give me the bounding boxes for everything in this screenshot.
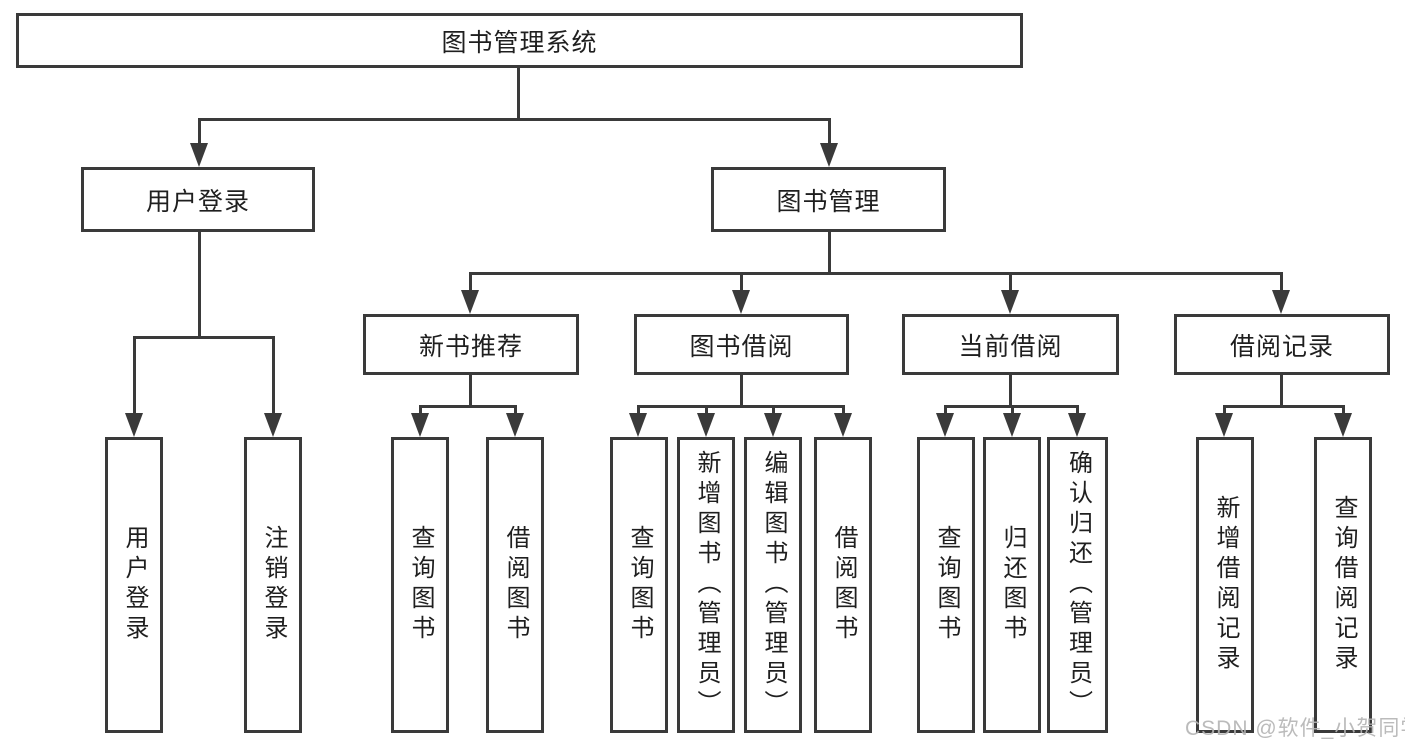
csdn-watermark: CSDN @软件_小贺同学 (1185, 717, 1405, 740)
connector-line (133, 336, 136, 416)
node-label: 图书管理 (776, 187, 881, 216)
connector-line (514, 405, 517, 417)
connector-line (469, 272, 1283, 275)
leaf-add-books-admin: 新增图书（管理员） (677, 437, 735, 733)
connector-line (469, 272, 472, 294)
arrow-down-icon (1334, 413, 1352, 437)
connector-line (1280, 272, 1283, 294)
leaf-label: 查询图书 (933, 525, 960, 645)
arrow-down-icon (629, 413, 647, 437)
arrow-down-icon (506, 413, 524, 437)
node-current-borrowing: 当前借阅 (902, 314, 1119, 375)
connector-line (740, 272, 743, 294)
node-new-book-recommendation: 新书推荐 (363, 314, 579, 375)
connector-line (1342, 405, 1345, 417)
arrow-down-icon (834, 413, 852, 437)
leaf-label: 查询借阅记录 (1330, 495, 1357, 675)
connector-line (1076, 405, 1079, 417)
node-label: 当前借阅 (958, 332, 1063, 361)
arrow-down-icon (732, 290, 750, 314)
leaf-logout: 注销登录 (244, 437, 302, 733)
connector-line (944, 405, 947, 417)
node-label: 用户登录 (145, 187, 250, 216)
connector-line (198, 118, 201, 148)
arrow-down-icon (461, 290, 479, 314)
node-user-login: 用户登录 (81, 167, 315, 232)
arrow-down-icon (1215, 413, 1233, 437)
connector-line (469, 375, 472, 408)
arrow-down-icon (697, 413, 715, 437)
arrow-down-icon (1003, 413, 1021, 437)
connector-line (637, 405, 640, 417)
leaf-label: 注销登录 (260, 525, 287, 645)
connector-line (828, 118, 831, 148)
leaf-query-books-borrow: 查询图书 (610, 437, 668, 733)
leaf-label: 借阅图书 (830, 525, 857, 645)
leaf-edit-books-admin: 编辑图书（管理员） (744, 437, 802, 733)
connector-line (842, 405, 845, 417)
arrow-down-icon (125, 413, 143, 437)
arrow-down-icon (820, 143, 838, 167)
leaf-label: 确认归还（管理员） (1064, 450, 1092, 720)
connector-line (1011, 405, 1014, 417)
leaf-label: 编辑图书（管理员） (760, 450, 787, 720)
arrow-down-icon (1272, 290, 1290, 314)
connector-line (419, 405, 517, 408)
leaf-return-books: 归还图书 (983, 437, 1041, 733)
leaf-label: 借阅图书 (502, 525, 529, 645)
arrow-down-icon (764, 413, 782, 437)
connector-line (1223, 405, 1226, 417)
connector-line (517, 68, 520, 120)
connector-line (198, 118, 831, 121)
leaf-label: 新增借阅记录 (1212, 495, 1239, 675)
connector-line (1280, 375, 1283, 408)
arrow-down-icon (936, 413, 954, 437)
leaf-label: 查询图书 (626, 525, 653, 645)
leaf-add-borrow-record: 新增借阅记录 (1196, 437, 1254, 733)
connector-line (772, 405, 775, 417)
leaf-label: 查询图书 (407, 525, 434, 645)
connector-line (272, 336, 275, 416)
arrow-down-icon (411, 413, 429, 437)
connector-line (198, 232, 201, 338)
connector-line (828, 232, 831, 275)
node-library-management-system: 图书管理系统 (16, 13, 1023, 68)
node-borrowing-records: 借阅记录 (1174, 314, 1390, 375)
connector-line (740, 375, 743, 408)
connector-line (1009, 375, 1012, 408)
node-book-borrowing: 图书借阅 (634, 314, 849, 375)
leaf-query-books-current: 查询图书 (917, 437, 975, 733)
leaf-label: 用户登录 (121, 525, 148, 645)
connector-line (133, 336, 275, 339)
connector-line (419, 405, 422, 417)
arrow-down-icon (1001, 290, 1019, 314)
leaf-label: 新增图书（管理员） (693, 450, 720, 720)
arrow-down-icon (264, 413, 282, 437)
node-label: 图书管理系统 (441, 28, 598, 57)
leaf-borrow-books-recommend: 借阅图书 (486, 437, 544, 733)
connector-line (1009, 272, 1012, 294)
connector-line (1223, 405, 1345, 408)
arrow-down-icon (190, 143, 208, 167)
connector-line (705, 405, 708, 417)
leaf-query-books-recommend: 查询图书 (391, 437, 449, 733)
leaf-label: 归还图书 (999, 525, 1026, 645)
node-label: 借阅记录 (1229, 332, 1334, 361)
node-label: 新书推荐 (418, 332, 523, 361)
leaf-borrow-books: 借阅图书 (814, 437, 872, 733)
leaf-query-borrow-record: 查询借阅记录 (1314, 437, 1372, 733)
connector-line (637, 405, 845, 408)
leaf-user-login: 用户登录 (105, 437, 163, 733)
arrow-down-icon (1068, 413, 1086, 437)
node-book-management: 图书管理 (711, 167, 946, 232)
leaf-confirm-return-admin: 确认归还（管理员） (1047, 437, 1108, 733)
node-label: 图书借阅 (689, 332, 794, 361)
